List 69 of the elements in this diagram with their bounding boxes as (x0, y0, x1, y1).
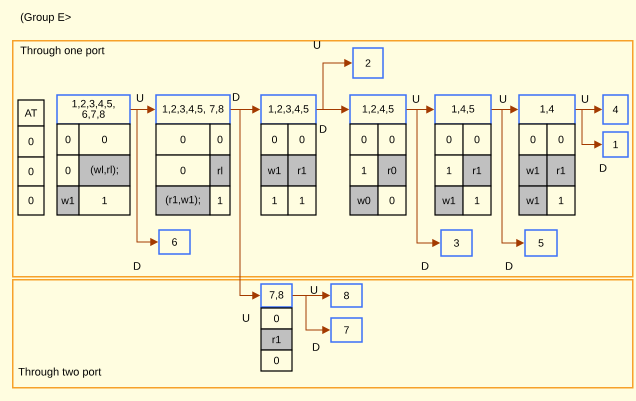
table-cell: r0 (377, 154, 407, 187)
table-cell: w1 (260, 154, 289, 187)
state-box: 5 (524, 229, 558, 257)
edge-label: D (134, 262, 140, 270)
edge-label: U (582, 95, 588, 103)
state-box: 1 (602, 131, 629, 158)
edge-label: D (232, 93, 240, 101)
state-box: 6 (158, 229, 191, 255)
table-cell: 0 (287, 123, 317, 156)
table-cell: 0 (17, 156, 45, 187)
table-cell: 0 (462, 123, 492, 156)
state-box: 1,4,5 (434, 94, 492, 125)
table-cell: 0 (56, 123, 80, 156)
table-cell: w1 (434, 185, 464, 216)
table-cell: 0 (17, 185, 45, 216)
edge-label: U (242, 314, 250, 322)
table-cell: w1 (518, 185, 548, 216)
table-cell: r1 (260, 328, 293, 351)
table-cell: 0 (377, 185, 407, 216)
state-box: 2 (352, 47, 384, 79)
state-box: 1,2,4,5 (349, 94, 407, 125)
table-cell: rl (209, 154, 231, 187)
state-box: 7 (330, 317, 363, 343)
table-cell: 1 (546, 185, 576, 216)
table-cell: (wl,rl); (78, 154, 131, 187)
table-cell: 1 (462, 185, 492, 216)
edge-label: D (506, 262, 512, 270)
table-cell: 0 (377, 123, 407, 156)
state-box: 8 (330, 283, 363, 308)
table-cell: 0 (209, 123, 231, 156)
edge-label: U (310, 286, 318, 294)
table-cell: w1 (518, 154, 548, 187)
table-cell: r1 (287, 154, 317, 187)
table-cell: 0 (260, 123, 289, 156)
table-cell: 1 (349, 154, 379, 187)
table-cell: 0 (546, 123, 576, 156)
table-cell: r1 (462, 154, 492, 187)
state-box: 1,2,3,4,5 (260, 94, 317, 125)
table-cell: 0 (155, 154, 211, 187)
table-cell: 0 (518, 123, 548, 156)
table-cell: 0 (56, 154, 80, 187)
table-cell: AT (17, 99, 45, 127)
table-cell: r1 (546, 154, 576, 187)
edge-label: U (314, 41, 320, 49)
edge-label: U (136, 94, 144, 102)
edge-label: D (320, 125, 326, 133)
state-box: 4 (602, 94, 629, 125)
state-box: 3 (440, 229, 473, 257)
table-cell: 0 (434, 123, 464, 156)
edge-label: U (412, 95, 420, 103)
title: (Group E> (20, 12, 71, 24)
table-cell: 1 (434, 154, 464, 187)
table-cell: 0 (260, 349, 293, 372)
table-cell: 1 (260, 185, 289, 216)
table-cell: 0 (17, 125, 45, 158)
edge-label: U (500, 95, 506, 103)
edge-label: D (600, 164, 606, 172)
table-cell: 0 (349, 123, 379, 156)
table-cell: 1 (287, 185, 317, 216)
table-cell: w0 (349, 185, 379, 216)
table-cell: 1 (209, 185, 231, 216)
state-box: 1,4 (518, 94, 576, 125)
edge-label: D (312, 343, 320, 351)
state-box: 7,8 (260, 283, 293, 308)
table-cell: w1 (56, 185, 80, 216)
table-cell: (r1,w1); (155, 185, 211, 216)
edge-label: D (422, 262, 428, 270)
table-cell: 1 (78, 185, 131, 216)
table-cell: 0 (260, 307, 293, 330)
